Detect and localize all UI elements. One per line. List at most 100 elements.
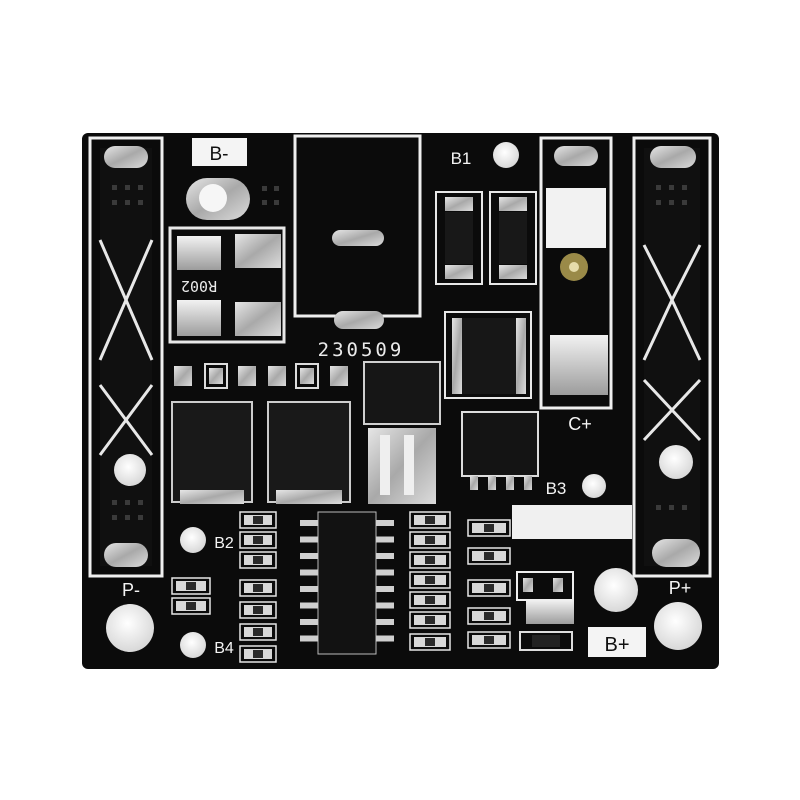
smd-component: [409, 531, 451, 549]
b-minus-label-box: [192, 138, 247, 166]
smd-component: [467, 519, 511, 537]
smd-component: [409, 571, 451, 589]
label-b-minus: B-: [210, 144, 229, 165]
slot-pad: [650, 146, 696, 168]
protection-ic: [300, 511, 394, 655]
power-mosfet-right: [363, 361, 441, 504]
ic-pin: [300, 553, 318, 559]
label-p-minus: P-: [122, 580, 140, 600]
right-bus-bar: [632, 136, 712, 578]
power-mosfet-center: [267, 401, 351, 504]
test-point-b2: [180, 527, 206, 553]
smd-component: [409, 633, 451, 651]
smd-marking: [425, 556, 435, 564]
test-point-b4: [180, 632, 206, 658]
ic-pin: [376, 635, 394, 642]
smd-marking: [484, 612, 494, 620]
smd-component: [239, 531, 277, 549]
mounting-hole: [659, 445, 693, 479]
ic-pin: [300, 635, 318, 642]
ic-pin: [300, 569, 318, 576]
smd-marking: [186, 602, 196, 610]
left-bus-bar: [88, 136, 164, 578]
label-b2: B2: [214, 535, 234, 552]
smd-marking: [484, 524, 494, 532]
c-plus-strip: [539, 136, 613, 410]
smd-marking: [425, 638, 435, 646]
smd-component: [409, 551, 451, 569]
resistor-marking: R002: [181, 277, 217, 295]
smd-marking: [425, 536, 435, 544]
ic-pin: [300, 520, 318, 526]
smd-marking: [425, 616, 435, 624]
ic-pin: [300, 619, 318, 625]
power-mosfet-left: [171, 401, 253, 504]
ic-pin: [376, 619, 394, 625]
smd-component: [239, 579, 277, 597]
ic-pin: [376, 553, 394, 559]
smd-component: [239, 645, 277, 663]
smd-component: [409, 611, 451, 629]
smd-marking: [253, 650, 263, 658]
smd-component: [239, 623, 277, 641]
label-p-plus: P+: [669, 578, 692, 598]
smd-component: [239, 551, 277, 569]
smd-column-mid: [409, 511, 451, 651]
smd-component: [467, 607, 511, 625]
main-connector-pad: [293, 134, 422, 329]
test-point-b1: [493, 142, 519, 168]
smd-marking: [425, 576, 435, 584]
ic-pin: [376, 586, 394, 592]
smd-marking: [253, 606, 263, 614]
label-b3: B3: [546, 479, 567, 498]
mounting-hole: [654, 602, 702, 650]
small-pads-row: [174, 363, 348, 389]
slot-pad: [104, 146, 148, 168]
silkscreen-block: [512, 505, 632, 539]
smd-marking: [484, 584, 494, 592]
slot-pad: [104, 543, 148, 567]
mounting-hole: [114, 454, 146, 486]
smd-marking: [484, 636, 494, 644]
ic-pin: [376, 569, 394, 576]
date-code: 230509: [318, 339, 405, 361]
sense-resistor-block: R002: [168, 226, 286, 344]
slot-pad: [332, 230, 384, 246]
smd-marking: [484, 552, 494, 560]
slot-hole: [199, 184, 227, 212]
ic-pin: [300, 586, 318, 592]
smd-component: [239, 511, 277, 529]
sop8-chip: [461, 411, 539, 490]
smd-marking: [425, 596, 435, 604]
smd-component: [467, 547, 511, 565]
smd-marking: [253, 584, 263, 592]
mosfet-top: [444, 311, 532, 399]
slot-pad: [334, 311, 384, 329]
test-point-b3: [582, 474, 606, 498]
b-plus-label-box: [588, 627, 646, 657]
smd-column-right: [467, 519, 511, 649]
smd-marking: [253, 556, 263, 564]
mounting-hole: [594, 568, 638, 612]
label-b4: B4: [214, 640, 234, 657]
ic-pin: [376, 602, 394, 609]
label-b-plus: B+: [604, 634, 629, 656]
smd-marking: [425, 516, 435, 524]
smd-column-left: [171, 511, 277, 663]
smd-marking: [253, 628, 263, 636]
smd-component: [409, 591, 451, 609]
smd-component: [409, 511, 451, 529]
label-b1: B1: [451, 149, 472, 168]
label-c-plus: C+: [568, 414, 592, 434]
smd-pads-bplus: [516, 571, 574, 651]
ic-pin: [376, 520, 394, 526]
ic-pin: [300, 536, 318, 543]
smd-component: [171, 597, 211, 615]
diode-pair: [435, 191, 537, 285]
smd-marking: [253, 536, 263, 544]
smd-marking: [186, 582, 196, 590]
ic-pin: [376, 536, 394, 543]
slot-pad: [554, 146, 598, 166]
smd-marking: [253, 516, 263, 524]
